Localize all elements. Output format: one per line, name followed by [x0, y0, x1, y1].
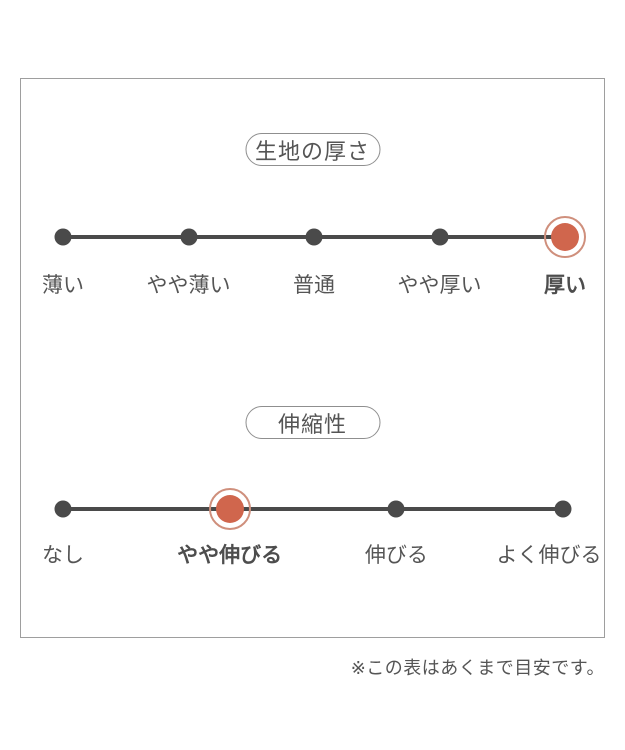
scale-option-label: やや薄い	[146, 274, 231, 297]
scale-dot	[305, 228, 323, 246]
scale-dot-selected	[551, 223, 579, 251]
scale-title-pill-stretch: 伸縮性	[245, 406, 380, 439]
scale-option-label: やや厚い	[397, 274, 482, 297]
scale-dot-selected	[215, 495, 244, 523]
scale-dot	[431, 228, 448, 246]
scale-dot	[54, 228, 72, 246]
scale-option-label: 普通	[293, 274, 335, 297]
scale-title-stretch: 伸縮性	[277, 411, 347, 437]
scale-title-pill-thickness: 生地の厚さ	[245, 133, 380, 166]
scale-option-label: 伸びる	[364, 544, 428, 567]
spec-panel: 生地の厚さ 薄い やや薄い 普通 やや厚い 厚い 伸縮性 なし やや伸びる	[20, 78, 605, 638]
scale-option-label: 薄い	[42, 274, 84, 297]
scale-title-thickness: 生地の厚さ	[254, 138, 370, 164]
scale-line	[63, 507, 563, 511]
scale-dot	[180, 228, 197, 246]
scale-option-label: よく伸びる	[496, 544, 602, 567]
scale-dot	[554, 500, 572, 518]
scale-dot	[54, 500, 72, 518]
scale-dot	[387, 500, 405, 518]
disclaimer-note: ※この表はあくまで目安です。	[350, 658, 605, 678]
scale-option-label: なし	[42, 544, 84, 567]
scale-option-label-selected: やや伸びる	[177, 544, 283, 567]
scale-option-label-selected: 厚い	[544, 274, 586, 297]
